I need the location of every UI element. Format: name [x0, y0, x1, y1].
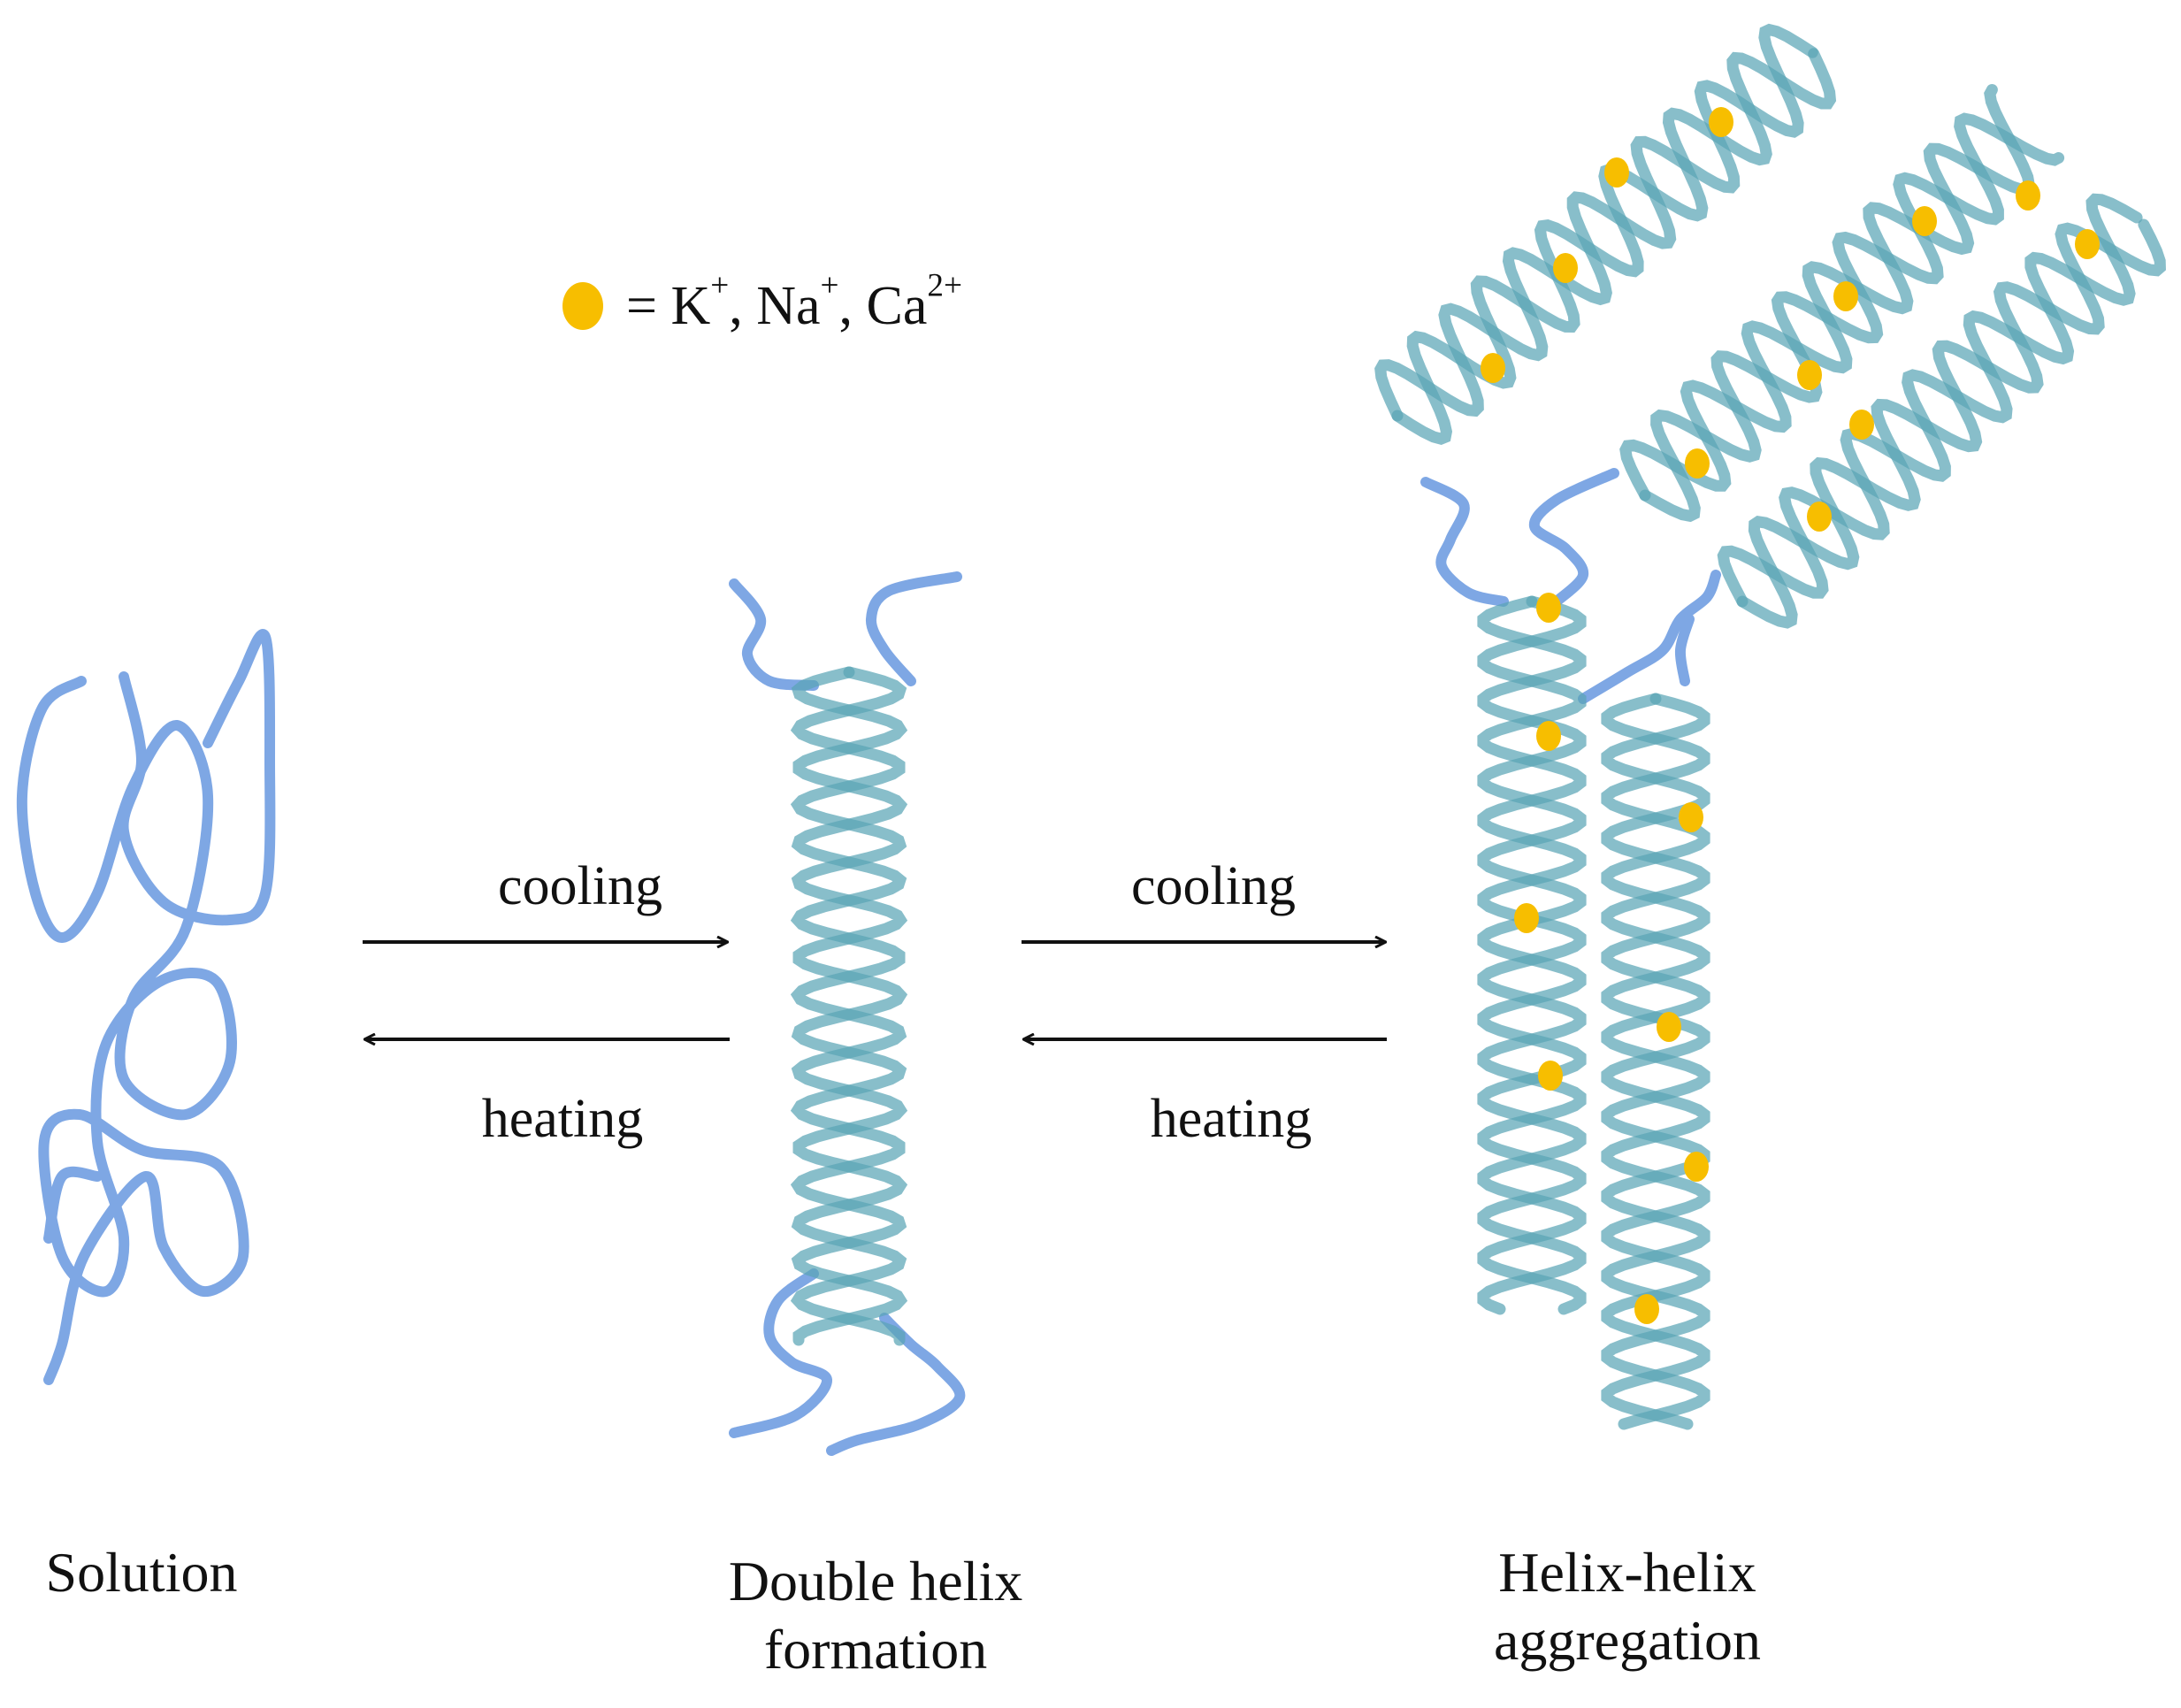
ion-dot-19: [2016, 180, 2040, 211]
heating-label-1: heating: [481, 1089, 644, 1149]
random-coil-tail: [43, 1166, 103, 1244]
stage-label-double-helix-line1: Double helix: [728, 1550, 1023, 1612]
double-helix-formation: [790, 666, 908, 1346]
ions-group: [1481, 107, 2100, 1324]
aggregate-linker-4: [1674, 614, 1695, 686]
aggregate-helix-vertical-left: [1477, 595, 1587, 1315]
stage-label-solution-line1: Solution: [45, 1541, 238, 1604]
ion-dot-10: [1553, 253, 1578, 283]
stage-label-double-helix: Double helix formation: [672, 1548, 1079, 1684]
ion-dot-5: [1679, 802, 1703, 832]
stage-label-aggregation-line2: aggregation: [1493, 1608, 1762, 1672]
double-helix-tail-top-right: [865, 571, 962, 686]
random-coil-loop: [118, 629, 276, 926]
aggregate-linker-1: [1420, 477, 1509, 607]
stage-label-aggregation-line1: Helix-helix: [1498, 1541, 1756, 1604]
ion-dot-20: [2075, 229, 2100, 259]
ion-dot-2: [1536, 721, 1561, 751]
ion-dot-7: [1684, 1152, 1709, 1182]
ion-dot-17: [1807, 502, 1832, 532]
ion-dot-13: [1685, 448, 1710, 479]
aggregate-linker-3: [1578, 570, 1721, 704]
ion-dot-14: [1797, 360, 1822, 390]
ion-dot-4: [1538, 1061, 1563, 1091]
ion-legend-text: = K+, Na+, Ca2+: [626, 266, 962, 336]
aggregate-helix-vertical-right: [1601, 693, 1710, 1430]
ion-legend: = K+, Na+, Ca2+: [562, 266, 962, 341]
ion-dot-18: [1849, 410, 1874, 440]
helices-group: [790, 23, 2166, 1430]
aggregate-linker-2: [1528, 468, 1619, 607]
ion-dot-6: [1657, 1012, 1681, 1042]
ion-dot-15: [1833, 281, 1858, 311]
ion-dot-icon: [562, 282, 603, 330]
double-helix-tail-bottom-left: [729, 1268, 832, 1438]
double-helix-tail-bottom-right: [826, 1313, 966, 1456]
ion-dot-16: [1912, 206, 1937, 236]
ion-dot-8: [1634, 1294, 1659, 1324]
cooling-label-1: cooling: [498, 856, 662, 916]
ion-dot-12: [1709, 107, 1733, 137]
stage-label-double-helix-line2: formation: [763, 1617, 988, 1681]
arrows-group: [363, 942, 1387, 1039]
ion-dot-3: [1514, 903, 1539, 933]
random-coil-group: [16, 468, 1721, 1456]
aggregate-helix-diagonal-right: [1717, 193, 2166, 629]
random-coil-strand: [16, 676, 249, 1385]
double-helix-tail-top-left: [729, 578, 819, 691]
cooling-label-2: cooling: [1131, 856, 1296, 916]
aggregate-helix-diagonal-middle: [1619, 84, 2065, 523]
heating-label-2: heating: [1150, 1089, 1312, 1149]
stage-label-aggregation: Helix-helix aggregation: [1424, 1539, 1831, 1675]
ion-dot-1: [1536, 593, 1561, 623]
stage-label-solution: Solution: [0, 1539, 283, 1607]
ion-dot-9: [1481, 353, 1505, 383]
ion-dot-11: [1604, 157, 1629, 188]
